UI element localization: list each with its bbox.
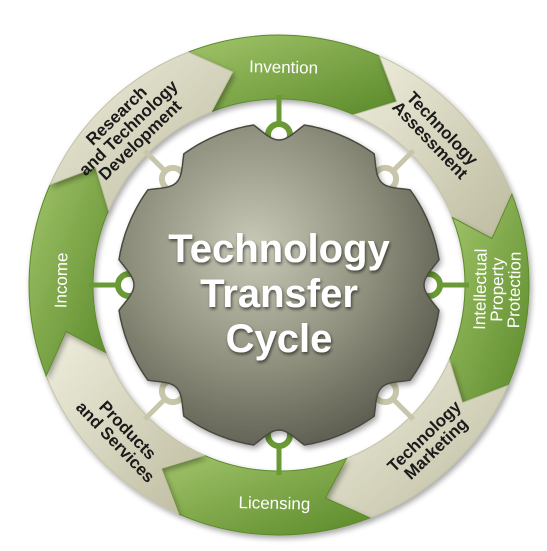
center-title-line-2: Transfer bbox=[200, 272, 358, 316]
stage-label-invention: Invention bbox=[249, 57, 318, 77]
stage-label-line: Licensing bbox=[238, 493, 310, 514]
stage-label-line: Income bbox=[51, 252, 71, 308]
stage-label-licensing: Licensing bbox=[238, 493, 310, 514]
stage-label-line: Intellectual bbox=[470, 248, 491, 330]
cycle-ring bbox=[28, 34, 530, 536]
stage-label-line: Invention bbox=[249, 57, 318, 77]
center-title-line-3: Cycle bbox=[226, 317, 333, 361]
stage-label-line: Protection bbox=[504, 252, 525, 329]
stage-arrow-research-and-technology-development bbox=[49, 51, 234, 212]
gear-body bbox=[118, 124, 440, 446]
center-title-line-1: Technology bbox=[168, 227, 390, 271]
stage-label-line: Property bbox=[487, 257, 507, 322]
center-gear: Technology Transfer Cycle bbox=[118, 124, 440, 446]
stage-label-income: Income bbox=[51, 252, 71, 308]
stage-connectors bbox=[89, 95, 469, 475]
